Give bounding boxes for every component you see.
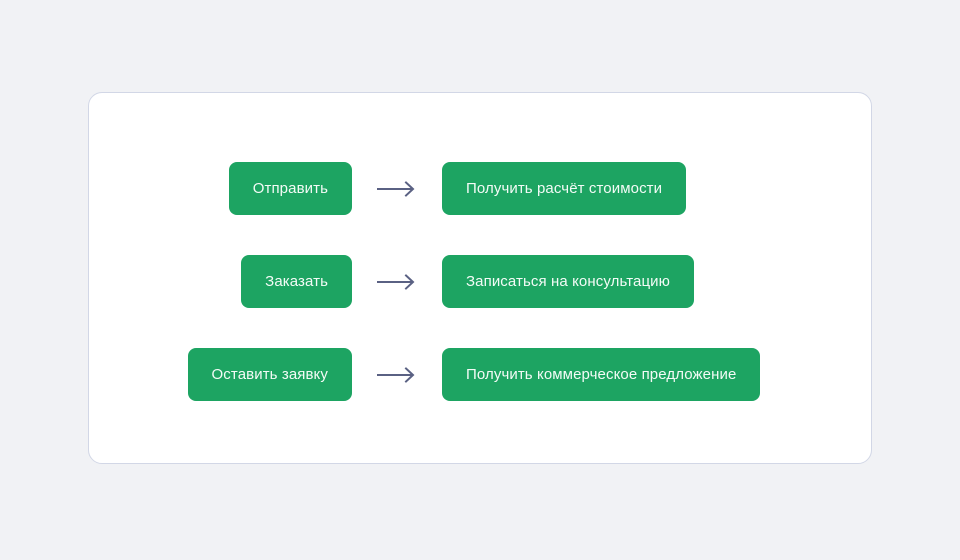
flow-row-source-cell: Отправить	[89, 162, 352, 215]
target-cta-button-1[interactable]: Получить расчёт стоимости	[442, 162, 687, 215]
flow-row-arrow-cell	[352, 255, 442, 308]
target-cta-button-2[interactable]: Записаться на консультацию	[442, 255, 694, 308]
source-cta-button-2[interactable]: Заказать	[241, 255, 352, 308]
flow-row-arrow-cell	[352, 162, 442, 215]
source-cta-button-1[interactable]: Отправить	[228, 162, 352, 215]
flow-row: Отправить Получить расчёт стоимости	[89, 162, 871, 215]
flow-row-source-cell: Оставить заявку	[89, 348, 352, 401]
flow-rows: Отправить Получить расчёт стоимости	[89, 93, 871, 463]
flow-row: Заказать Записаться на консультацию	[89, 255, 871, 308]
flow-row-target-cell: Получить коммерческое предложение	[442, 348, 761, 401]
flow-row-source-cell: Заказать	[89, 255, 352, 308]
flow-card: Отправить Получить расчёт стоимости	[88, 92, 872, 464]
source-cta-button-3[interactable]: Оставить заявку	[187, 348, 352, 401]
flow-row-arrow-cell	[352, 348, 442, 401]
long-right-arrow-icon	[377, 180, 417, 197]
flow-row-target-cell: Получить расчёт стоимости	[442, 162, 687, 215]
target-cta-button-3[interactable]: Получить коммерческое предложение	[442, 348, 761, 401]
flow-row: Оставить заявку Получить коммерческое пр…	[89, 348, 871, 401]
flow-row-target-cell: Записаться на консультацию	[442, 255, 694, 308]
long-right-arrow-icon	[377, 366, 417, 383]
long-right-arrow-icon	[377, 273, 417, 290]
